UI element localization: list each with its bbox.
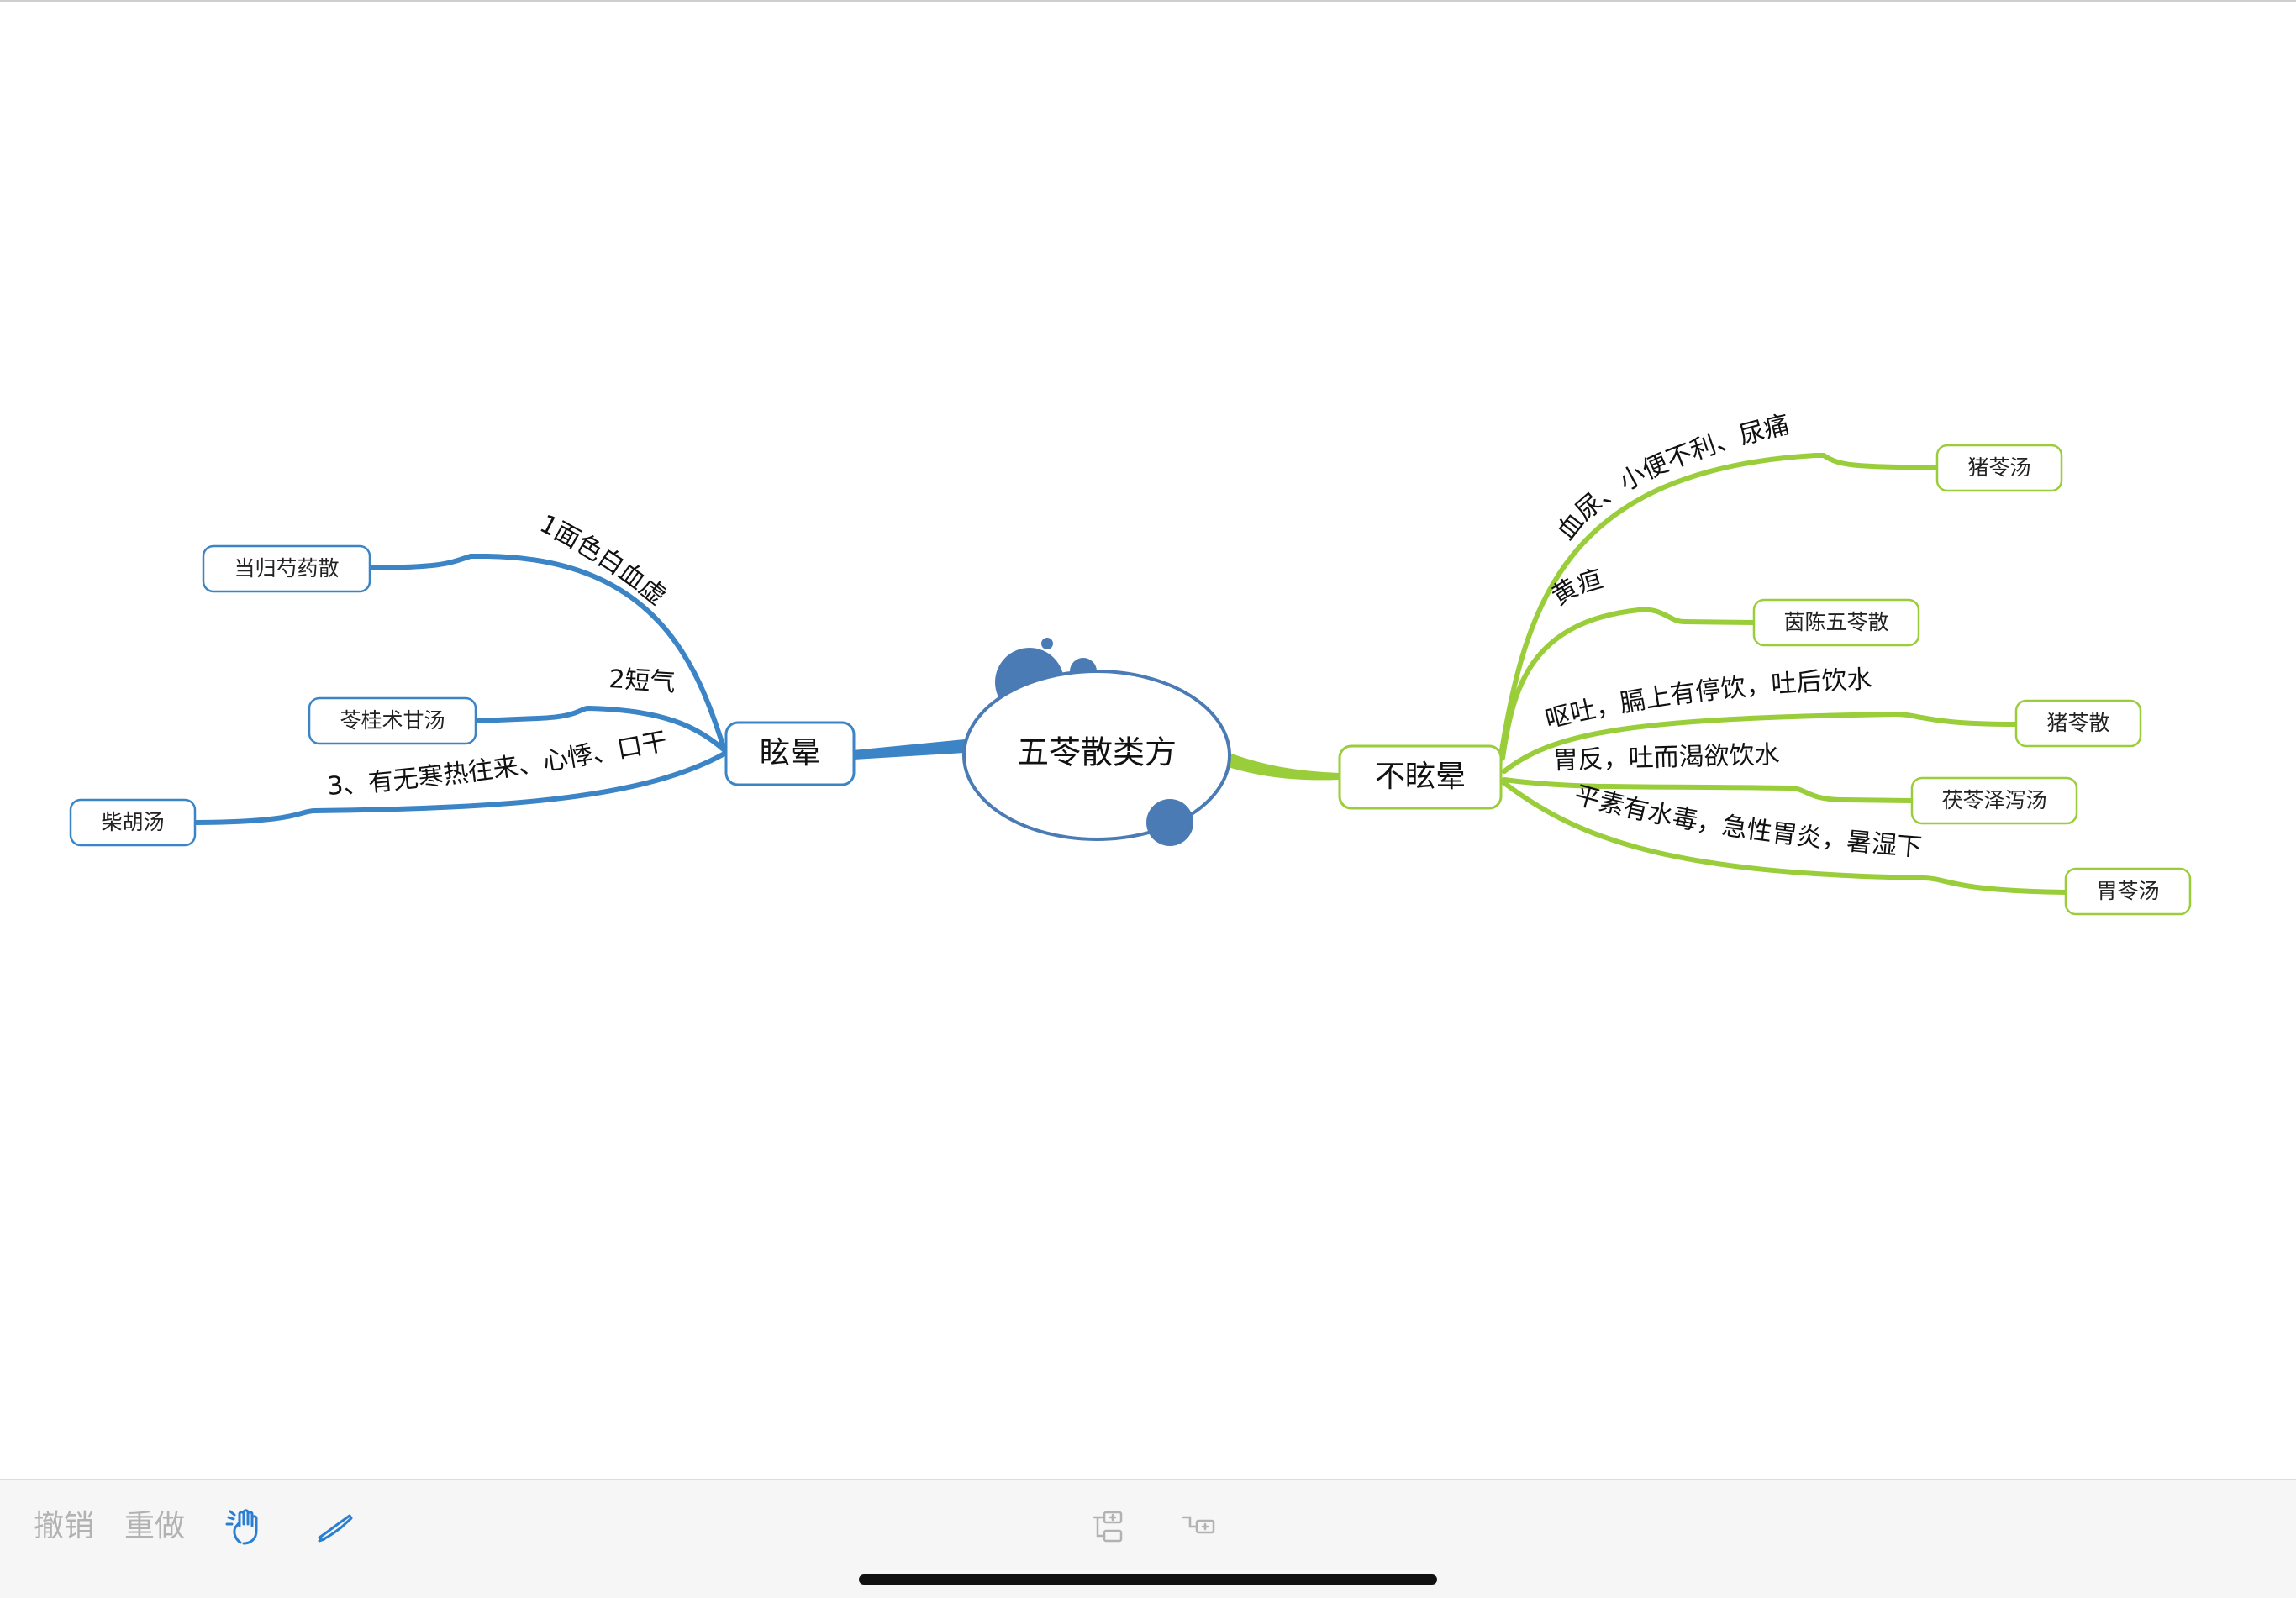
right-branch-label-2[interactable]: 黄疸 (1546, 564, 1606, 611)
right-main-topic-shape[interactable] (1338, 744, 1503, 810)
central-topic-text: 五苓散类方 (1017, 734, 1177, 771)
central-to-right-connector (1225, 752, 1340, 781)
right-leaf-node-2-shape[interactable] (1752, 598, 1920, 647)
add-child-topic-icon[interactable] (1177, 1504, 1222, 1549)
left-branch-line-1 (369, 554, 727, 753)
right-branch-line-2 (1500, 607, 1756, 760)
right-leaf-node-5-shape[interactable] (2064, 867, 2192, 916)
right-main-topic-text: 不眩晕 (1375, 760, 1466, 794)
left-branch-line-3 (194, 751, 727, 825)
central-to-left-connector (853, 739, 965, 760)
right-branch-line-5 (1502, 781, 2068, 895)
mindmap-canvas[interactable]: 五苓散类方 眩晕 不眩晕 1面色白血虚 2短气 3、有无寒热往来、心悸、口干 血… (0, 0, 2296, 1479)
right-connectors (1225, 453, 2068, 895)
left-branch-label-1-path: 1面色白血虚 (535, 509, 671, 612)
right-branch-label-4[interactable]: 胃反，吐而渴欲饮水 (1552, 740, 1780, 775)
right-leaf-node-5[interactable]: 胃苓汤 (2064, 867, 2192, 916)
top-border (0, 0, 2296, 2)
right-leaf-node-3-shape[interactable] (2014, 699, 2142, 748)
left-leaf-node-3[interactable]: 柴胡汤 (69, 798, 197, 847)
left-leaf-node-2-text: 苓桂术甘汤 (340, 708, 445, 733)
right-branch-label-4-path: 胃反，吐而渴欲饮水 (1552, 740, 1780, 775)
left-leaf-node-3-shape[interactable] (69, 798, 197, 847)
add-sibling-topic-icon[interactable] (1086, 1504, 1131, 1549)
right-leaf-node-1-shape[interactable] (1935, 444, 2063, 492)
right-branch-line-3 (1502, 711, 2020, 774)
right-branch-label-2-path: 黄疸 (1546, 564, 1606, 611)
right-branch-label-5-path: 平素有水毒，急性胃炎，暑湿下利 (0, 0, 1923, 863)
left-branch-label-1[interactable]: 1面色白血虚 (535, 509, 671, 612)
central-topic[interactable]: 五苓散类方 (962, 638, 1231, 846)
right-branch-label-1[interactable]: 血尿、小便不利、尿痛 (1551, 410, 1793, 545)
right-leaf-node-4-text: 茯苓泽泻汤 (1941, 788, 2046, 812)
right-leaf-node-1[interactable]: 猪苓汤 (1935, 444, 2063, 492)
left-main-topic[interactable]: 眩晕 (724, 721, 856, 786)
left-leaf-node-2[interactable]: 苓桂术甘汤 (308, 696, 477, 745)
left-leaf-node-1-shape[interactable] (202, 544, 371, 593)
right-branch-line-4 (1502, 777, 1914, 803)
left-leaf-node-3-text: 柴胡汤 (101, 810, 164, 834)
left-branch-label-2[interactable]: 2短气 (608, 665, 677, 697)
right-branch-line-1 (1498, 453, 1940, 763)
right-branch-label-3-path: 呕吐，膈上有停饮，吐后饮水 (1542, 665, 1872, 734)
decorative-bubble-right (1146, 799, 1193, 846)
central-topic-shape[interactable] (962, 670, 1231, 841)
right-leaf-node-2[interactable]: 茵陈五苓散 (1752, 598, 1920, 647)
undo-button[interactable]: 撤销 (34, 1499, 94, 1554)
right-leaf-node-3-text: 猪苓散 (2046, 711, 2109, 735)
right-leaf-node-3[interactable]: 猪苓散 (2014, 699, 2142, 748)
right-branch-label-1-path: 血尿、小便不利、尿痛 (1551, 410, 1793, 545)
right-branch-label-5[interactable]: 平素有水毒，急性胃炎，暑湿下利 (0, 0, 1923, 863)
bottom-toolbar: 撤销 重做 (0, 1479, 2296, 1598)
left-main-topic-text: 眩晕 (760, 736, 820, 770)
redo-button[interactable]: 重做 (124, 1499, 185, 1554)
right-branch-label-3[interactable]: 呕吐，膈上有停饮，吐后饮水 (1542, 665, 1872, 734)
left-branch-line-2 (475, 705, 727, 753)
right-leaf-node-2-text: 茵陈五苓散 (1783, 610, 1888, 634)
home-indicator (859, 1574, 1437, 1585)
left-main-topic-shape[interactable] (724, 721, 856, 786)
left-leaf-node-1[interactable]: 当归芍药散 (202, 544, 371, 593)
left-branch-label-2-path: 2短气 (608, 665, 677, 697)
right-main-topic[interactable]: 不眩晕 (1338, 744, 1503, 810)
pen-icon[interactable] (313, 1504, 358, 1549)
left-leaf-node-2-shape[interactable] (308, 696, 477, 745)
right-leaf-node-4-shape[interactable] (1910, 776, 2078, 825)
hand-gesture-icon[interactable] (224, 1504, 269, 1549)
right-leaf-node-1-text: 猪苓汤 (1967, 455, 2030, 480)
left-connectors (194, 554, 965, 825)
right-leaf-node-4[interactable]: 茯苓泽泻汤 (1910, 776, 2078, 825)
decorative-bubble-tiny (1041, 638, 1053, 649)
right-leaf-node-5-text: 胃苓汤 (2096, 879, 2159, 903)
left-leaf-node-1-text: 当归芍药散 (234, 556, 339, 581)
